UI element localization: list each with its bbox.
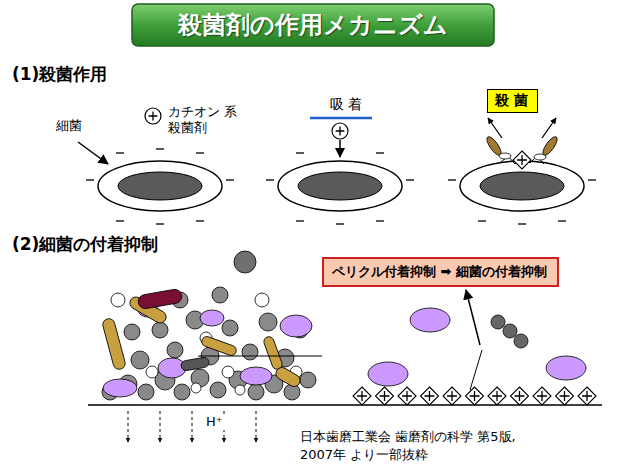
title-band — [132, 4, 494, 46]
cation-symbol — [145, 108, 161, 124]
tooth-surface — [88, 404, 602, 406]
cation-symbol — [466, 387, 484, 405]
effect-box: ペリクル付着抑制 ➡ 細菌の付着抑制 — [322, 257, 559, 287]
cation-symbol — [443, 387, 461, 405]
cation-symbol — [513, 151, 531, 169]
ion-label: H⁺ — [206, 414, 236, 430]
cation-symbol — [578, 387, 596, 405]
leader-arrow — [78, 142, 108, 164]
inhibited-adhesion — [368, 290, 586, 390]
cation-symbol — [376, 387, 394, 405]
cation-symbol — [421, 387, 439, 405]
cation-symbol — [488, 387, 506, 405]
part-label: 細菌 — [56, 118, 106, 134]
box-text: 殺 菌 — [495, 92, 530, 110]
acid-arrow — [128, 411, 256, 442]
box-text: ペリクル付着抑制 ➡ 細菌の付着抑制 — [332, 263, 549, 281]
cation-symbol — [511, 387, 529, 405]
cation-symbol — [398, 387, 416, 405]
bacterium — [278, 161, 402, 211]
section-heading: (1)殺菌作用 — [12, 64, 172, 84]
cation-symbol — [556, 387, 574, 405]
bacterium — [460, 152, 584, 211]
source-caption: 日本歯磨工業会 歯磨剤の科学 第5版, 2007年 より一部抜粋 — [300, 428, 540, 463]
negative-charge — [86, 149, 596, 224]
bacterium — [98, 161, 222, 211]
cation-symbol — [353, 387, 371, 405]
title: 殺菌剤の作用メカニズム — [132, 4, 494, 46]
adsorb-arrow — [339, 140, 341, 157]
plaque-pile — [101, 251, 322, 400]
part-label: カチオン 系殺菌剤 — [168, 104, 238, 137]
cation-symbol — [533, 387, 551, 405]
result-box: 殺 菌 — [487, 89, 538, 113]
underline — [310, 117, 372, 120]
cation-symbol — [332, 123, 348, 139]
cation-symbol — [145, 108, 596, 405]
section-heading: (2)細菌の付着抑制 — [12, 234, 232, 254]
step-label: 吸 着 — [316, 96, 376, 113]
